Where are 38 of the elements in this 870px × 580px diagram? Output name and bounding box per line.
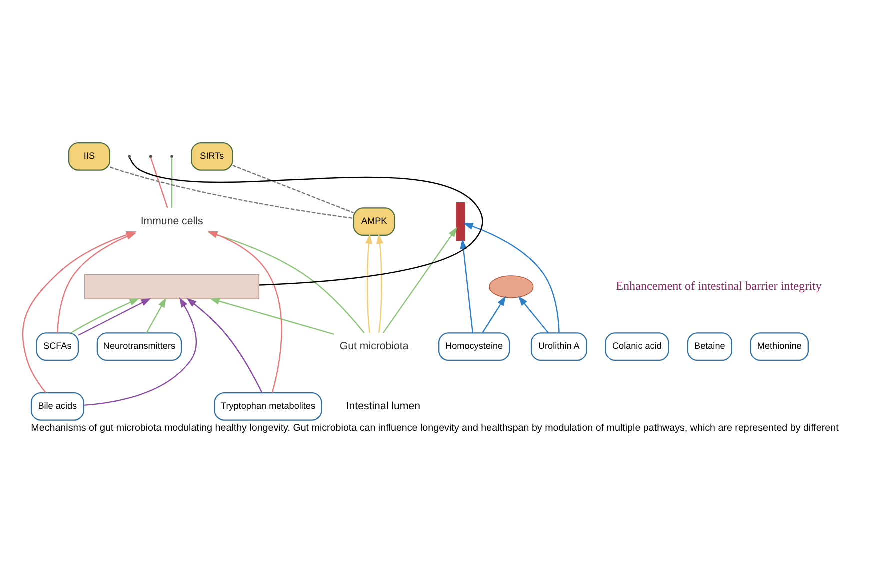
node-box: Betaine xyxy=(687,332,732,362)
node-box: Urolithin A xyxy=(530,332,588,362)
node-bar xyxy=(456,202,466,242)
node-box: Homocysteine xyxy=(438,332,510,362)
connector xyxy=(129,158,484,286)
node-box xyxy=(489,276,534,298)
arrow xyxy=(366,234,372,334)
arrow xyxy=(382,227,458,334)
arrow xyxy=(482,296,506,334)
connector xyxy=(110,166,354,220)
caption: Mechanisms of gut microbiota modulating healthy longevity. Gut microbiota can influence longevity and healthspan by modulation of multiple pathways, which are represented by different xyxy=(31,423,839,434)
arrow xyxy=(210,298,334,336)
arrow xyxy=(518,296,550,334)
node-text: Gut microbiota xyxy=(340,340,409,353)
connector xyxy=(150,158,168,208)
arrow xyxy=(463,223,560,334)
label: Intestinal lumen xyxy=(346,400,421,412)
node-text: Immune cells xyxy=(140,216,204,228)
arrow xyxy=(376,234,384,334)
arrow xyxy=(146,298,166,334)
arrow xyxy=(70,298,140,334)
node-box xyxy=(84,274,260,300)
node-box: Bile acids xyxy=(30,392,84,421)
node-box: Tryptophan metabolites xyxy=(214,392,322,421)
connector xyxy=(232,164,354,214)
node-box: Colanic acid xyxy=(605,332,670,362)
arrow xyxy=(460,239,474,334)
node-box: SIRTs xyxy=(191,142,234,171)
node-box: SCFAs xyxy=(36,332,80,362)
label: Enhancement of intestinal barrier integrity xyxy=(616,278,822,293)
arrow xyxy=(186,298,263,394)
arrow xyxy=(84,298,198,406)
arrow xyxy=(78,298,152,336)
node-box: Methionine xyxy=(750,332,809,362)
node-box: AMPK xyxy=(353,208,396,236)
node-box: Neurotransmitters xyxy=(96,332,182,362)
node-box: IIS xyxy=(68,142,110,171)
connector xyxy=(171,158,173,208)
